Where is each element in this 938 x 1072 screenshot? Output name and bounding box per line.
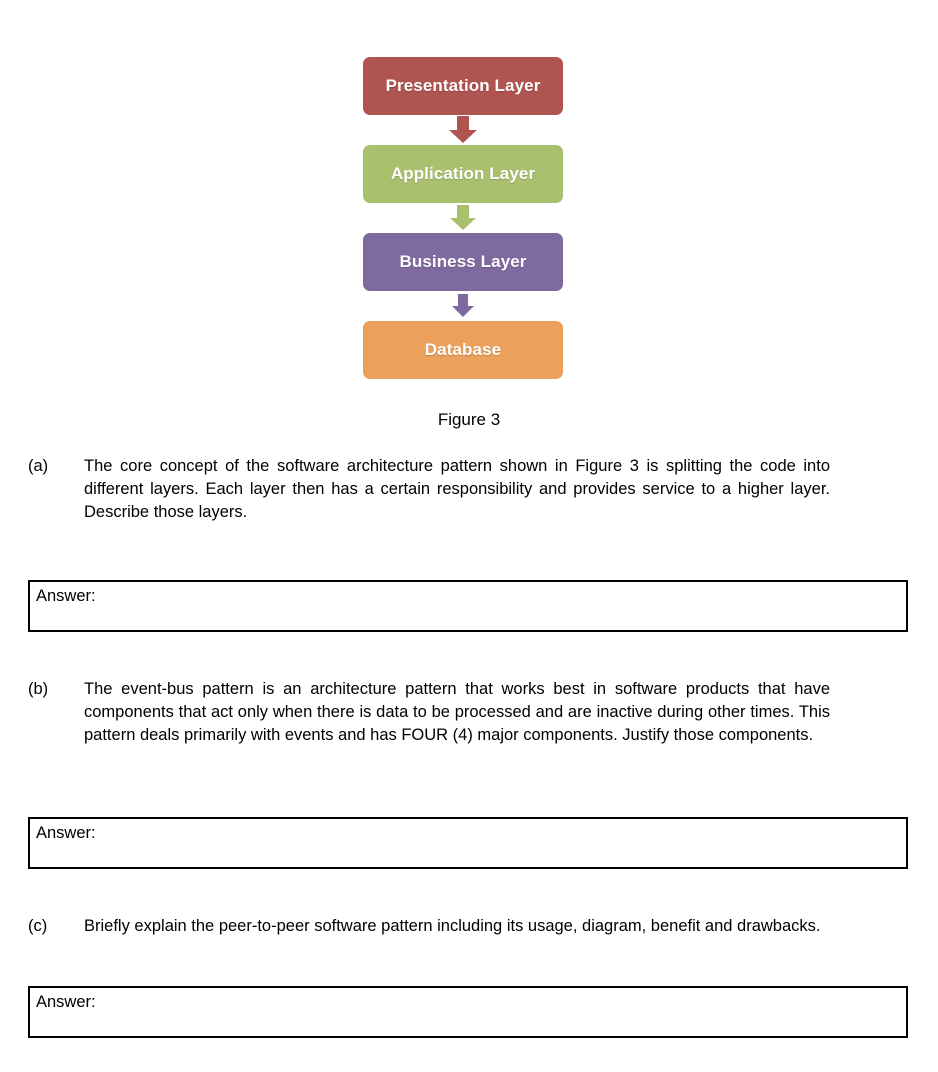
answer-a-label: Answer:: [36, 587, 96, 605]
arrow-business-to-database: [363, 291, 563, 321]
layer-box-database-label: Database: [424, 340, 502, 359]
question-a-text: The core concept of the software archite…: [84, 457, 830, 521]
down-arrow-icon: [452, 294, 474, 317]
answer-box-b[interactable]: Answer:: [28, 817, 908, 869]
down-arrow-icon: [449, 116, 477, 143]
layer-box-database: Database: [363, 321, 563, 379]
arrow-application-to-business: [363, 203, 563, 233]
answer-box-a[interactable]: Answer:: [28, 580, 908, 632]
figure-3-diagram: Presentation Layer Application Layer Bus…: [0, 0, 938, 440]
answer-box-c[interactable]: Answer:: [28, 986, 908, 1038]
layer-box-application: Application Layer: [363, 145, 563, 203]
question-c: (c) Briefly explain the peer-to-peer sof…: [28, 915, 908, 938]
question-c-label: (c): [28, 917, 48, 935]
question-b-text: The event-bus pattern is an architecture…: [84, 680, 830, 744]
question-b-label: (b): [28, 680, 49, 698]
down-arrow-icon: [450, 205, 476, 230]
answer-c-label: Answer:: [36, 993, 96, 1011]
layer-box-presentation: Presentation Layer: [363, 57, 563, 115]
layer-box-presentation-label: Presentation Layer: [385, 76, 541, 95]
layer-box-application-label: Application Layer: [390, 164, 536, 183]
question-a: (a) The core concept of the software arc…: [28, 455, 908, 524]
question-c-text: Briefly explain the peer-to-peer softwar…: [84, 917, 821, 935]
layered-architecture-stack: Presentation Layer Application Layer Bus…: [363, 57, 563, 379]
layer-box-business-label: Business Layer: [399, 252, 527, 271]
arrow-presentation-to-application: [363, 115, 563, 145]
layer-box-business: Business Layer: [363, 233, 563, 291]
figure-caption: Figure 3: [437, 410, 501, 429]
answer-b-label: Answer:: [36, 824, 96, 842]
question-b: (b) The event-bus pattern is an architec…: [28, 678, 908, 747]
question-a-label: (a): [28, 457, 49, 475]
